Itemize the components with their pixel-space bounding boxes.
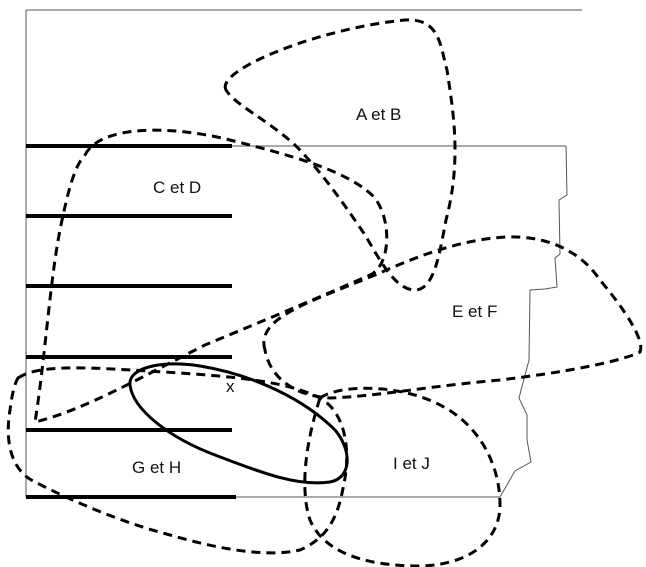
zone-label-gh: G et H [132,458,181,477]
zone-label-ef: E et F [452,302,497,321]
zone-label-cd: C et D [153,178,201,197]
zone-cd-boundary [33,128,389,424]
zone-gh-core-ellipse [128,362,349,485]
zone-label-ij: I et J [393,454,430,473]
zone-ab-boundary [223,18,457,292]
thick-bars [26,144,236,499]
zone-gh-boundary [6,366,349,555]
site-outline [25,9,582,498]
zone-ij-boundary [303,386,502,567]
zone-label-ab: A et B [356,105,401,124]
outline-right-edge [236,145,568,498]
zone-ef-boundary [262,235,643,400]
marker-x: x [226,377,235,396]
